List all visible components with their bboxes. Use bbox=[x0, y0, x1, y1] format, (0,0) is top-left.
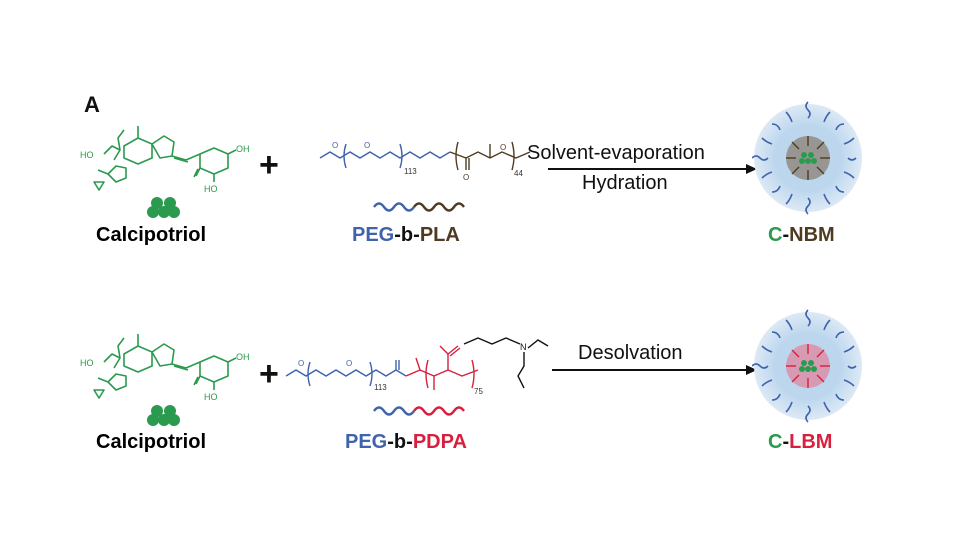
drug-icon-1 bbox=[147, 197, 180, 218]
product-label-2-name: LBM bbox=[789, 431, 833, 453]
product-label-1-prefix: C bbox=[768, 224, 783, 246]
reaction-arrow-2 bbox=[552, 365, 757, 375]
condition-label-2: Desolvation bbox=[578, 342, 683, 364]
polymer-label-2: PEG-b-PDPA bbox=[345, 431, 467, 454]
polymer-label-1-sep2: - bbox=[413, 224, 420, 246]
carbonyl-oxygen-label: O bbox=[463, 173, 469, 182]
calcipotriol-structure-2: HO OH HO bbox=[80, 334, 250, 402]
nitrogen-label: N bbox=[520, 342, 527, 352]
pdpa-repeat-label: 75 bbox=[474, 387, 483, 396]
ho-label-left: HO bbox=[80, 150, 94, 160]
plus-sign-1: + bbox=[259, 146, 279, 184]
micelle-nbm bbox=[752, 101, 862, 215]
polymer-label-2-sep1: - bbox=[387, 431, 394, 453]
peg-pla-chain-icon bbox=[373, 202, 465, 212]
polymer-label-1-sep1: - bbox=[394, 224, 401, 246]
polymer-label-2-block: PDPA bbox=[412, 431, 467, 453]
polymer-label-1: PEG-b-PLA bbox=[352, 224, 460, 247]
ester-oxygen-label: O bbox=[500, 143, 506, 152]
drug-label-2: Calcipotriol bbox=[96, 431, 207, 453]
drug-icon-2 bbox=[147, 405, 180, 426]
condition-label-1-top: Solvent-evaporation bbox=[527, 142, 705, 164]
condition-label-1-bottom: Hydration bbox=[582, 172, 668, 194]
polymer-label-1-b: b bbox=[400, 224, 414, 246]
peg-pdpa-chain-icon bbox=[373, 406, 465, 416]
oh-label-right: OH bbox=[236, 144, 250, 154]
ho-label-left-2: HO bbox=[80, 358, 94, 368]
ho-label-bottom-2: HO bbox=[204, 392, 218, 402]
calcipotriol-structure-1: HO OH HO bbox=[80, 126, 250, 194]
product-label-1-sep: - bbox=[782, 224, 790, 246]
peg-b-pla-structure: O O 113 O O 44 bbox=[319, 141, 531, 182]
oxygen-label-c: O bbox=[298, 359, 304, 368]
polymer-label-1-block: PLA bbox=[419, 224, 460, 246]
plus-sign-2: + bbox=[259, 355, 279, 393]
product-label-2-sep: - bbox=[782, 431, 790, 453]
product-label-2-prefix: C bbox=[768, 431, 783, 453]
reaction-arrow-1 bbox=[548, 164, 757, 174]
pla-repeat-label: 44 bbox=[514, 169, 523, 178]
panel-label: A bbox=[84, 92, 100, 117]
polymer-label-2-peg: PEG bbox=[345, 431, 388, 453]
oxygen-label-a: O bbox=[332, 141, 338, 150]
peg-b-pdpa-structure: O O 113 75 N bbox=[285, 337, 549, 396]
oh-label-right-2: OH bbox=[236, 352, 250, 362]
product-label-1: C-NBM bbox=[768, 224, 835, 247]
polymer-label-1-peg: PEG bbox=[352, 224, 395, 246]
oxygen-label-b: O bbox=[364, 141, 370, 150]
drug-label-1: Calcipotriol bbox=[96, 224, 207, 246]
oxygen-label-d: O bbox=[346, 359, 352, 368]
product-label-2: C-LBM bbox=[768, 431, 832, 454]
product-label-1-name: NBM bbox=[789, 224, 835, 246]
peg-repeat-label-2: 113 bbox=[374, 383, 387, 392]
micelle-lbm bbox=[752, 309, 862, 423]
polymer-label-2-sep2: - bbox=[406, 431, 413, 453]
ho-label-bottom: HO bbox=[204, 184, 218, 194]
peg-repeat-label-1: 113 bbox=[404, 167, 417, 176]
polymer-label-2-b: b bbox=[393, 431, 407, 453]
